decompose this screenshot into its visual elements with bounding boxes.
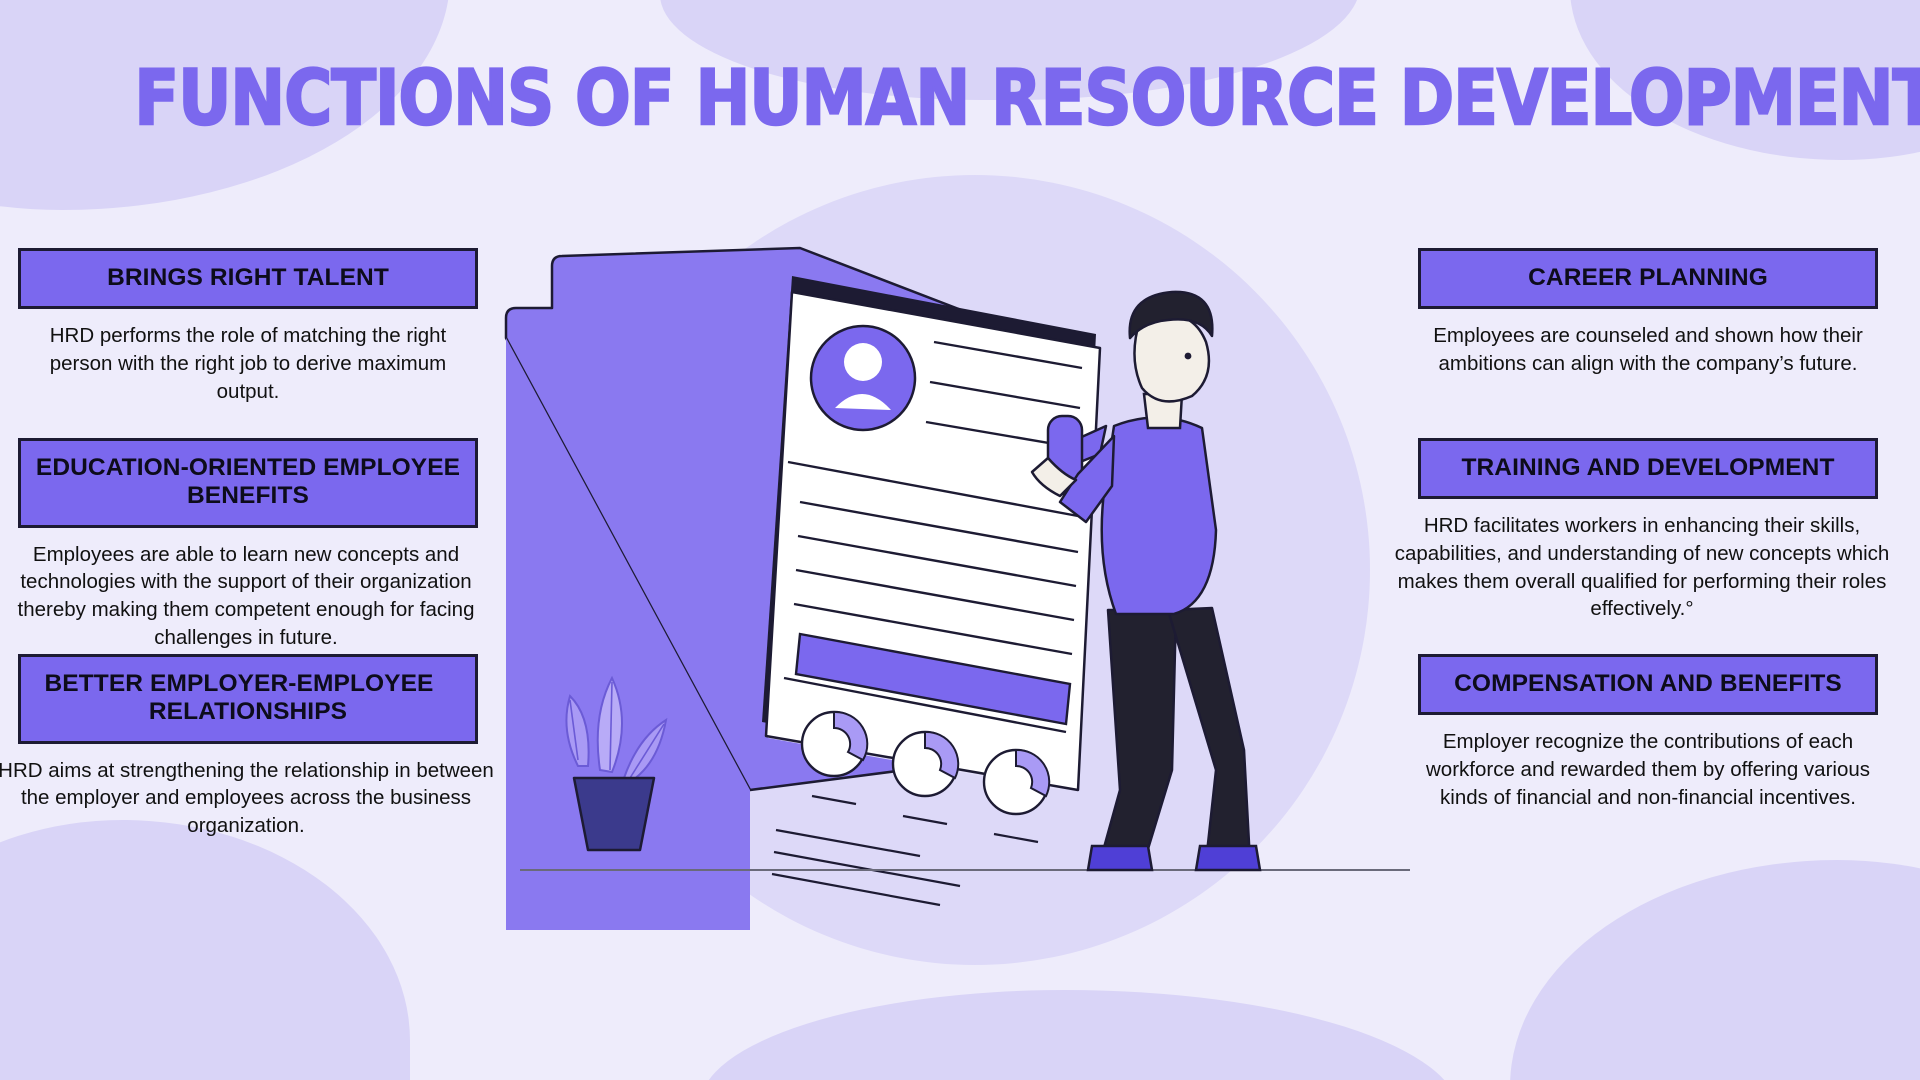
block-body: HRD performs the role of matching the ri…: [49, 324, 447, 403]
block-body: HRD aims at strengthening the relationsh…: [0, 758, 494, 838]
page-title: FUNCTIONS OF HUMAN RESOURCE DEVELOPMENT: [133, 53, 1920, 142]
block-heading-line-2: EMPLOYEE BENEFITS: [187, 454, 461, 510]
block-body: Employees are able to learn new concepts…: [17, 542, 475, 649]
block-heading: TRAINING AND DEVELOPMENT: [1418, 438, 1878, 500]
block-heading: CAREER PLANNING: [1418, 248, 1878, 310]
function-block-education-oriented-employee-benefits: EDUCATION-ORIENTED EMPLOYEE BENEFITS Emp…: [18, 438, 478, 652]
document-caption-lines: [771, 794, 1039, 907]
donut-chart-1: [800, 710, 869, 778]
function-block-compensation-and-benefits: COMPENSATION AND BENEFITS Employer recog…: [1418, 654, 1878, 811]
donut-chart-2: [891, 730, 960, 798]
block-heading: BETTER EMPLOYER-EMPLOYEE RELATIONSHIPS: [18, 654, 478, 744]
blob-bottom-left: [0, 820, 410, 1080]
blob-bottom-right: [1510, 860, 1920, 1080]
hrd-illustration: [500, 230, 1430, 930]
function-block-brings-right-talent: BRINGS RIGHT TALENT HRD performs the rol…: [18, 248, 478, 405]
function-block-career-planning: CAREER PLANNING Employees are counseled …: [1418, 248, 1878, 378]
profile-document: [762, 276, 1102, 907]
block-heading-line-2: BENEFITS: [1719, 670, 1842, 697]
block-body: HRD facilitates workers in enhancing the…: [1394, 514, 1890, 621]
donut-chart-3: [982, 748, 1051, 816]
block-heading: BRINGS RIGHT TALENT: [18, 248, 478, 310]
block-heading-line-1: BETTER EMPLOYER-EMPLOYEE: [44, 670, 434, 697]
block-body: Employer recognize the contributions of …: [1425, 730, 1870, 809]
function-block-training-and-development: TRAINING AND DEVELOPMENT HRD facilitates…: [1395, 438, 1889, 623]
block-heading-line-1: EDUCATION-ORIENTED: [35, 454, 317, 481]
block-heading-line-1: COMPENSATION AND: [1454, 670, 1713, 697]
blob-bottom-middle: [700, 990, 1460, 1080]
block-heading-line-1: TRAINING AND: [1461, 454, 1641, 481]
block-heading: EDUCATION-ORIENTED EMPLOYEE BENEFITS: [18, 438, 478, 528]
profile-avatar: [809, 324, 917, 432]
block-heading-line-2: RELATIONSHIPS: [148, 698, 348, 726]
block-heading: COMPENSATION AND BENEFITS: [1418, 654, 1878, 716]
block-heading-line-2: DEVELOPMENT: [1646, 454, 1835, 481]
block-body: Employees are counseled and shown how th…: [1433, 324, 1863, 376]
function-block-better-employer-employee-relationships: BETTER EMPLOYER-EMPLOYEE RELATIONSHIPS H…: [0, 654, 494, 840]
